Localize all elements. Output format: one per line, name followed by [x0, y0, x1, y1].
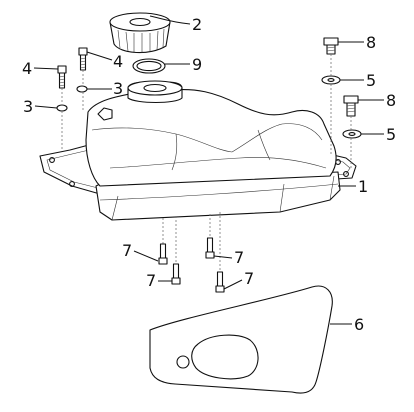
- bolt-left-outer-part: [57, 65, 67, 89]
- callout-fuel-cap: 2: [192, 15, 202, 34]
- bolt-right-lower-part: [343, 95, 359, 117]
- callout-bolt-left-outer: 4: [22, 59, 32, 78]
- bolt-bottom-center-part: [171, 263, 181, 285]
- callout-bolt-bottom-left: 7: [122, 241, 132, 260]
- fuel-tank-part: [39, 80, 357, 221]
- callout-pad: 6: [354, 315, 364, 334]
- bolt-right-upper-part: [323, 37, 339, 55]
- callout-washer-right-lower: 5: [386, 125, 396, 144]
- bolt-bottom-right-part: [215, 271, 225, 293]
- bolt-left-inner-part: [78, 47, 88, 71]
- bolt-bottom-left-part: [158, 243, 168, 265]
- cap-seal-part: [132, 58, 166, 74]
- callout-bolt-bottom-center: 7: [146, 271, 156, 290]
- callout-bolt-bottom-right: 7: [244, 269, 254, 288]
- callout-washer-left-small: 3: [113, 79, 123, 98]
- callout-fuel-tank: 1: [358, 177, 368, 196]
- callout-bolt-bottom-mid: 7: [234, 248, 244, 267]
- callout-bolt-left-inner: 4: [113, 52, 123, 71]
- washer-right-lower-part: [342, 129, 362, 139]
- pad-part: [149, 285, 333, 394]
- bolt-bottom-mid-part: [205, 237, 215, 259]
- callout-bolt-right-lower: 8: [386, 91, 396, 110]
- callout-washer-left-lower: 3: [23, 97, 33, 116]
- callout-bolt-right-upper: 8: [366, 33, 376, 52]
- callout-cap-seal: 9: [192, 55, 202, 74]
- callout-washer-right-upper: 5: [366, 71, 376, 90]
- washer-left-small-part: [76, 85, 88, 93]
- washer-left-lower-part: [56, 104, 68, 112]
- washer-right-upper-part: [321, 75, 341, 85]
